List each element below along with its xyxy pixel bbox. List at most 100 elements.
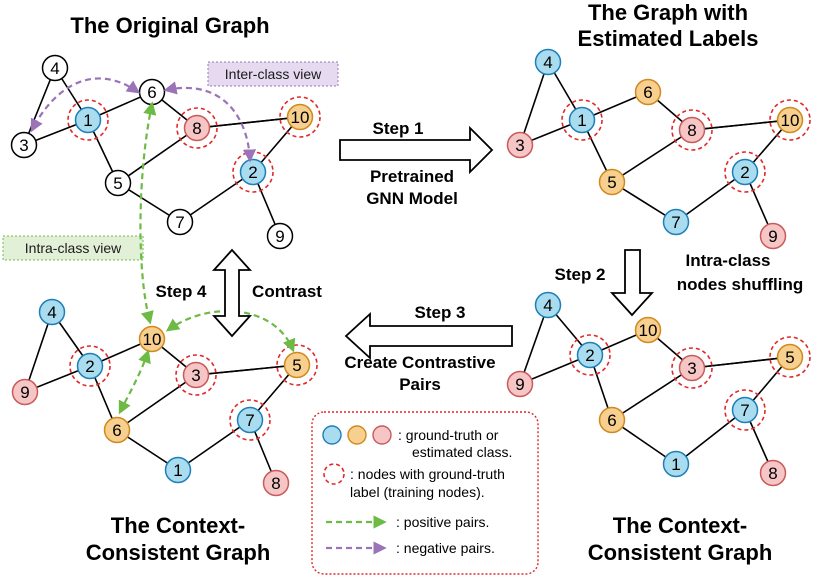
graph-node-label: 4 [50, 59, 59, 78]
graph-node-label: 9 [515, 375, 524, 394]
step3-desc-line2: Pairs [399, 375, 441, 394]
step1-desc-line1: Pretrained [370, 167, 454, 186]
graph-node-4 [534, 48, 562, 76]
step2-label: Step 2 [554, 265, 605, 284]
graph-node-7 [731, 396, 759, 424]
step1-arrow [339, 125, 494, 175]
graph-node-2 [76, 352, 104, 380]
graph-edge [195, 364, 298, 376]
training-node-ring [279, 96, 321, 138]
negative-pair-arrow-6-3 [30, 77, 141, 133]
graph-node-3 [506, 131, 534, 159]
graph-node-label: 9 [20, 383, 29, 402]
graph-node-9 [11, 378, 39, 406]
graph-node-label: 10 [781, 111, 800, 130]
graph-node-label: 6 [607, 411, 616, 430]
intra-class-view-label: Intra-class view [25, 240, 122, 256]
step3-arrow [344, 311, 513, 361]
graph-node-label: 9 [275, 227, 284, 246]
graph-node-10 [776, 106, 804, 134]
negative-pair-arrow-6-2 [163, 81, 257, 163]
step2-desc-line1: Intra-class [685, 251, 770, 270]
graph-node-3 [10, 131, 38, 159]
graph-node-5 [776, 343, 804, 371]
training-node-ring [569, 334, 611, 376]
legend-orange-class-swatch [347, 425, 367, 445]
graph-node-label: 7 [175, 213, 184, 232]
graph-edge [24, 311, 53, 393]
graph-node-label: 8 [192, 119, 201, 138]
legend: : ground-truth or estimated class. : nod… [311, 411, 539, 575]
graph-node-5 [283, 351, 311, 379]
positive-pair-arrow-6-10 [139, 101, 157, 325]
legend-class-line2: estimated class. [412, 444, 512, 460]
graph-node-4 [38, 298, 66, 326]
graph-edge [675, 409, 746, 465]
graph-edge [691, 356, 791, 369]
graph-edge [611, 367, 693, 421]
graph-node-label: 2 [248, 163, 257, 182]
step3-desc-line1: Create Contrastive [344, 353, 495, 372]
graph-node-label: 3 [191, 366, 200, 385]
title-estimated-line2: Estimated Labels [578, 26, 759, 51]
graph-node-label: 2 [740, 163, 749, 182]
training-node-ring [69, 345, 111, 387]
step4-desc: Contrast [252, 282, 322, 301]
step4-label: Step 4 [155, 282, 207, 301]
step2-arrow [609, 249, 655, 317]
graph-node-5 [598, 168, 626, 196]
legend-positive-label: : positive pairs. [396, 514, 489, 530]
graph-edge [611, 129, 693, 183]
graph-node-9 [759, 222, 787, 250]
legend-training-ring [323, 463, 345, 485]
graph-edge [691, 119, 791, 131]
graph-node-8 [759, 459, 787, 487]
graph-node-9 [506, 370, 534, 398]
graph-node-7 [166, 208, 194, 236]
training-node-ring [229, 399, 271, 441]
training-node-ring [671, 347, 713, 389]
graph-node-1 [164, 456, 192, 484]
legend-box [311, 411, 539, 575]
graph-node-label: 7 [740, 401, 749, 420]
step3-label: Step 3 [414, 303, 465, 322]
legend-train-line2: label (training nodes). [350, 484, 485, 500]
graph-node-label: 9 [768, 227, 777, 246]
graph-node-label: 4 [543, 296, 552, 315]
graph-node-label: 1 [83, 111, 92, 130]
graph-node-2 [576, 341, 604, 369]
graph-node-label: 3 [515, 136, 524, 155]
graph-node-7 [236, 406, 264, 434]
training-node-ring [671, 109, 713, 151]
training-node-ring [769, 99, 811, 141]
graph-node-label: 10 [143, 330, 162, 349]
graph-node-3 [182, 361, 210, 389]
graph-node-6 [103, 416, 131, 444]
graph-node-9 [266, 222, 294, 250]
graph-node-10 [634, 316, 662, 344]
graph-edge [116, 374, 197, 431]
step2-desc-line2: nodes shuffling [677, 275, 804, 294]
graph-node-6 [598, 406, 626, 434]
title-context-left-line1: The Context- [111, 513, 245, 538]
graph-node-label: 2 [585, 346, 594, 365]
legend-pink-class-swatch [372, 425, 392, 445]
title-estimated-line1: The Graph with [588, 0, 748, 25]
graph-edge [675, 171, 746, 223]
graph-node-label: 5 [785, 348, 794, 367]
training-node-ring [724, 151, 766, 193]
graph-node-label: 2 [85, 357, 94, 376]
graph-node-6 [634, 78, 662, 106]
graph-edge [117, 127, 198, 184]
training-node-ring [769, 336, 811, 378]
graph-node-10 [286, 103, 314, 131]
graph-node-label: 6 [147, 83, 156, 102]
graph-node-8 [262, 469, 290, 497]
positive-pair-arrow-10-6 [118, 349, 151, 415]
graph-node-label: 6 [112, 421, 121, 440]
graph-node-label: 4 [543, 53, 552, 72]
graph-node-5 [104, 169, 132, 197]
training-node-ring [561, 99, 603, 141]
